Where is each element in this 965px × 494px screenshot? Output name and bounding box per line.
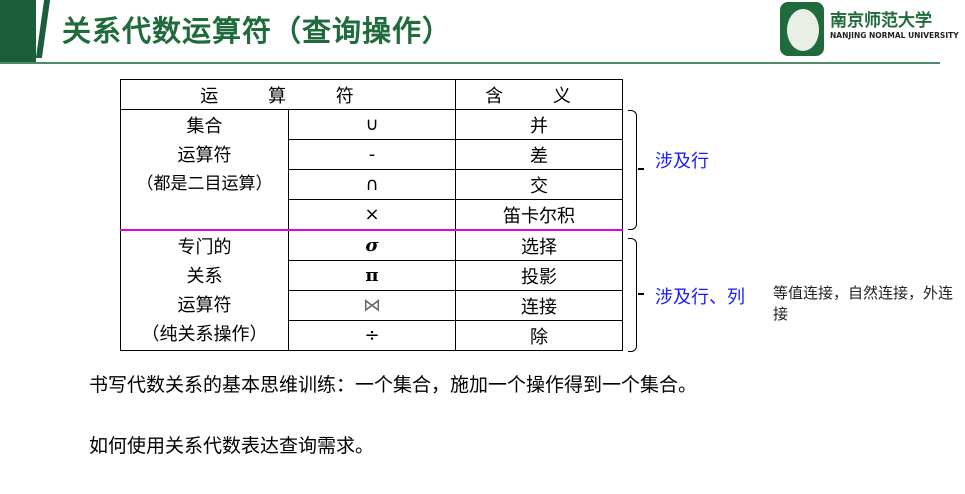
brace-tip: [638, 168, 644, 170]
operator-meaning: 除: [455, 320, 623, 351]
table-row: ÷除: [121, 320, 623, 351]
group-label-set: 集合运算符（都是二目运算）: [120, 109, 289, 231]
table-row: ×笛卡尔积: [121, 199, 623, 231]
body-text-2: 如何使用关系代数表达查询需求。: [89, 435, 375, 457]
brace-set: [628, 110, 637, 230]
logo-name-en: NANJING NORMAL UNIVERSITY: [830, 31, 959, 40]
annotation-rows-cols: 涉及行、列: [655, 287, 745, 308]
title-banner: [0, 0, 36, 62]
operator-symbol: -: [288, 139, 456, 170]
university-logo: [780, 2, 824, 56]
operator-symbol: ⋈: [288, 290, 456, 321]
operator-meaning: 并: [455, 109, 623, 140]
page-title: 关系代数运算符（查询操作）: [62, 14, 453, 48]
brace-relational: [628, 238, 637, 352]
table-row: 专门的关系运算符（纯关系操作） σ 选择: [120, 229, 623, 351]
operator-symbol: π: [288, 260, 456, 291]
title-banner-stripe: [35, 0, 51, 58]
body-text-1: 书写代数关系的基本思维训练：一个集合，施加一个操作得到一个集合。: [89, 374, 698, 396]
header-meaning: 含 义: [455, 79, 623, 110]
operator-table: 运 算 符 含 义 集合运算符（都是二目运算） ∪ 并 -差 ∩交 ×笛卡尔积 …: [120, 79, 623, 351]
operator-symbol: ×: [288, 199, 456, 231]
header-divider: [0, 62, 940, 64]
operator-meaning: 差: [455, 139, 623, 170]
operator-meaning: 投影: [455, 260, 623, 291]
header-operator: 运 算 符: [120, 79, 456, 110]
operator-meaning: 连接: [455, 290, 623, 321]
join-note: 等值连接，自然连接，外连接: [773, 284, 954, 323]
table-row: 集合运算符（都是二目运算） ∪ 并: [120, 109, 623, 231]
brace-tip: [638, 293, 644, 295]
operator-meaning: 选择: [455, 229, 623, 261]
logo-name-cn: 南京师范大学: [830, 11, 932, 31]
table-row: ∩交: [121, 169, 623, 200]
operator-symbol: ∩: [288, 169, 456, 200]
operator-symbol: ∪: [288, 109, 456, 140]
group-label-relational: 专门的关系运算符（纯关系操作）: [120, 229, 289, 351]
table-header: 运 算 符 含 义: [120, 79, 623, 110]
annotation-rows: 涉及行: [655, 151, 709, 172]
table-row: ⋈连接: [121, 290, 623, 321]
operator-symbol: σ: [288, 229, 456, 261]
operator-symbol: ÷: [288, 320, 456, 351]
operator-meaning: 交: [455, 169, 623, 200]
operator-meaning: 笛卡尔积: [455, 199, 623, 231]
